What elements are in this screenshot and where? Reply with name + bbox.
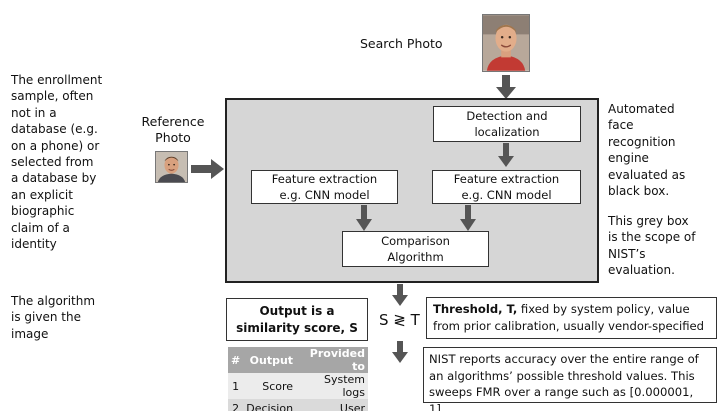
table-cell: Score xyxy=(243,373,297,399)
threshold-box: Threshold, T, fixed by system policy, va… xyxy=(426,297,717,339)
table-header: Output xyxy=(243,347,297,373)
table-cell: User xyxy=(296,399,368,411)
search-arrow xyxy=(496,75,516,99)
detection-localization-box: Detection and localization xyxy=(433,106,581,142)
search-photo xyxy=(482,14,530,72)
table-row: 1 Score System logs xyxy=(228,373,368,399)
scope-description: This grey box is the scope of NIST’s eva… xyxy=(608,214,696,278)
threshold-comparison-symbol: S ≷ T xyxy=(379,311,420,329)
detection-to-feature-arrow xyxy=(498,143,514,167)
table-cell: Decision xyxy=(243,399,297,411)
feature-left-to-comparison-arrow xyxy=(356,205,372,231)
engine-to-threshold-arrow xyxy=(392,284,408,306)
reference-photo xyxy=(155,151,188,183)
search-face-image xyxy=(483,15,529,71)
reference-face-image xyxy=(156,152,187,182)
algorithm-description: The algorithm is given the image xyxy=(11,294,96,341)
search-photo-label: Search Photo xyxy=(360,36,443,51)
enrollment-description: The enrollment sample, often not in a da… xyxy=(11,73,103,252)
nist-note-box: NIST reports accuracy over the entire ra… xyxy=(423,347,717,411)
table-row: 2 Decision User xyxy=(228,399,368,411)
table-cell: 2 xyxy=(228,399,244,411)
reference-photo-label: Reference Photo xyxy=(141,114,205,145)
table-header-row: # Output Provided to xyxy=(228,347,368,373)
reference-arrow xyxy=(191,159,224,179)
output-table: # Output Provided to 1 Score System logs… xyxy=(228,347,368,411)
table-cell: System logs xyxy=(296,373,368,399)
table-header: Provided to xyxy=(296,347,368,373)
threshold-to-output-arrow xyxy=(392,341,408,363)
feature-extraction-right-box: Feature extraction e.g. CNN model xyxy=(432,170,581,204)
feature-right-to-comparison-arrow xyxy=(460,205,476,231)
table-cell: 1 xyxy=(228,373,244,399)
engine-description: Automated face recognition engine evalua… xyxy=(608,102,686,199)
comparison-algorithm-box: Comparison Algorithm xyxy=(342,231,489,267)
feature-extraction-left-box: Feature extraction e.g. CNN model xyxy=(251,170,398,204)
table-header: # xyxy=(228,347,244,373)
output-box: Output is a similarity score, S xyxy=(226,298,368,341)
